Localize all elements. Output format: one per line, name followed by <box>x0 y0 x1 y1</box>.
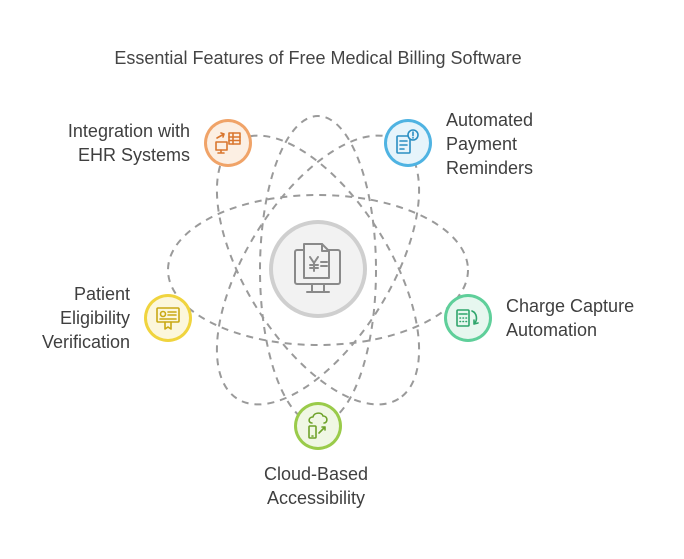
feature-label-payment: Automated Payment Reminders <box>446 110 534 178</box>
charge-capture-icon <box>456 309 479 327</box>
billing-monitor-icon <box>294 243 341 293</box>
feature-label-cloud: Cloud-Based Accessibility <box>263 464 369 508</box>
cloud-mobile-icon <box>308 412 328 439</box>
eligibility-certificate-icon <box>156 307 180 330</box>
orbit-diagonal-left <box>215 134 421 406</box>
diagram-title: Essential Features of Free Medical Billi… <box>114 48 522 68</box>
feature-label-ehr: Integration with EHR Systems <box>67 121 190 165</box>
feature-label-eligibility: Patient Eligibility Verification <box>41 284 130 352</box>
ehr-sync-icon <box>215 132 241 154</box>
charge-node <box>444 294 492 342</box>
payment-node <box>384 119 432 167</box>
cloud-node <box>294 402 342 450</box>
ehr-node <box>204 119 252 167</box>
payment-reminder-icon <box>396 129 419 154</box>
eligibility-node <box>144 294 192 342</box>
orbit-horizontal <box>167 194 469 346</box>
feature-label-charge: Charge Capture Automation <box>506 296 635 340</box>
